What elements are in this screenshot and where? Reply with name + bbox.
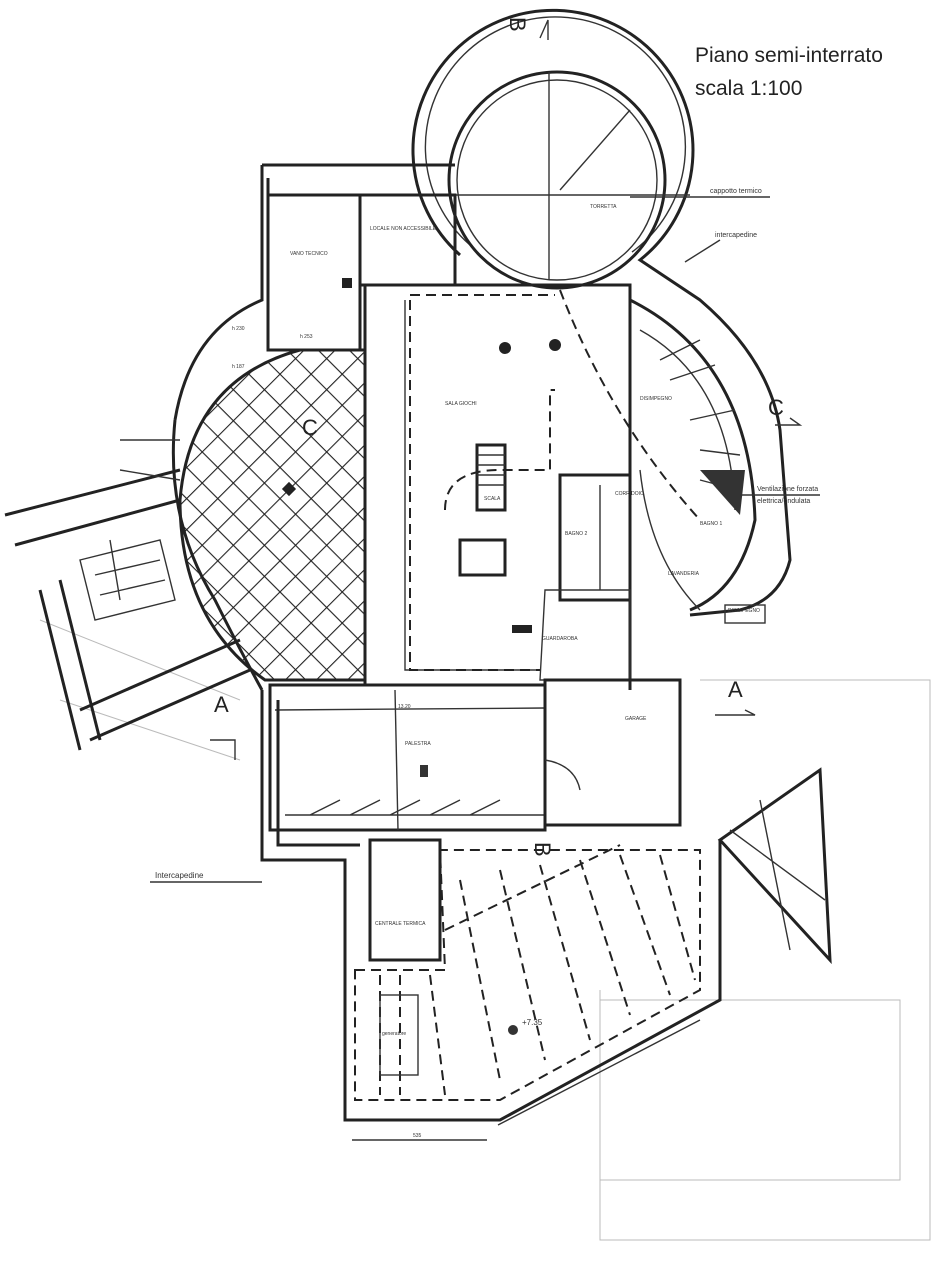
room-label-gym: PALESTRA [405,741,431,747]
height-230: h 230 [232,326,245,332]
room-label-laundry: LAVANDERIA [668,571,700,577]
bottom-garden: CENTRALE TERMICA generatore +7.35 535 [352,767,832,1141]
annotations: cappotto termico intercapedine Ventilazi… [150,188,820,883]
faint-background-traces [39,619,931,1241]
room-label-hallway2: DISIMPEGNO [728,608,760,614]
room-label-generator: generatore [382,1031,406,1037]
height-187: h 187 [232,364,245,370]
section-b-bottom: B [530,842,555,857]
room-label-boiler: CENTRALE TERMICA [375,921,426,927]
ventilation-note-2: elettrica/ondulata [757,498,810,505]
dim-535: 535 [413,1133,422,1139]
plan-scale: scala 1:100 [695,77,802,100]
elevation-mark: +7.35 [522,1018,543,1027]
gym-garage-block: 13.20 PALESTRA GARAGE [260,678,722,1122]
section-a-left: A [214,692,229,717]
round-tower: TORRETTA [411,8,792,617]
lattice-courtyard: C [171,348,367,691]
section-b-top: B [505,17,530,32]
cavity-note-left: Intercapedine [155,871,204,880]
right-curved-stair: DISIMPEGNO CORRIDOIO BAGNO 1 LAVANDERIA … [615,298,766,624]
room-label-tower: TORRETTA [590,204,617,210]
room-label-bath2: BAGNO 2 [565,531,587,537]
section-a-right: A [728,677,743,702]
dim-1320: 13.20 [398,704,411,710]
section-markers: A A B B C [210,17,803,857]
section-c-left: C [302,415,318,440]
room-label-hallway: DISIMPEGNO [640,396,672,402]
ventilation-note-1: Ventilazione forzata [757,486,818,493]
left-fan-stairs [4,439,251,751]
room-label-not-accessible: LOCALE NON ACCESSIBILE [370,226,437,232]
height-253: h 253 [300,334,313,340]
room-label-game-room: SALA GIOCHI [445,401,477,407]
room-label-stair: SCALA [484,496,501,502]
room-label-garage: GARAGE [625,716,647,722]
room-label-technical: VANO TECNICO [290,251,328,257]
room-label-corridor: CORRIDOIO [615,491,644,497]
room-label-storage: GUARDAROBA [542,636,578,642]
central-core: SCALA BAGNO 2 GUARDAROBA [458,443,632,681]
plan-title: Piano semi-interrato [695,44,883,67]
section-c-right: C [768,395,784,420]
thermal-coat-note: cappotto termico [710,188,762,195]
cavity-note-right: intercapedine [715,232,757,239]
room-label-bath1: BAGNO 1 [700,521,722,527]
